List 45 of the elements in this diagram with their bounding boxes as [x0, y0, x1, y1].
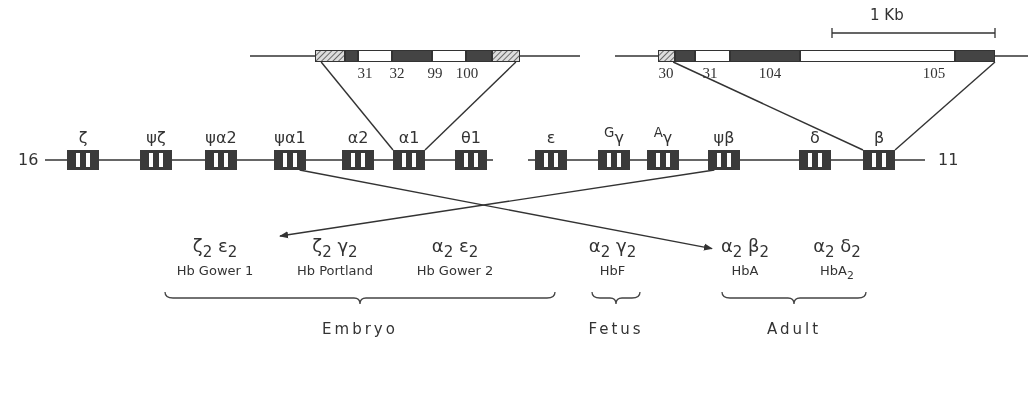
hemoglobin-name: HbA$_{2}$ [820, 263, 854, 282]
hemoglobin-formula: α$_{2}$ β$_{2}$ [720, 236, 770, 261]
codon-number: 100 [455, 66, 479, 81]
gene-label: α1 [398, 130, 420, 146]
expansion-line [894, 61, 996, 151]
stage-label: Adult [766, 322, 822, 337]
gene-label: ψα2 [205, 130, 237, 146]
expansion-line [424, 61, 517, 151]
gene-label: ψα1 [274, 130, 306, 146]
gene-label: $^{A}$γ [653, 125, 673, 146]
gene-label: $^{G}$γ [604, 125, 624, 146]
hemoglobin-formula: ζ$_{2}$ γ$_{2}$ [312, 236, 358, 261]
stage-label: Embryo [322, 322, 398, 337]
hemoglobin-name: HbA [731, 263, 759, 279]
expansion-line [320, 61, 394, 151]
hemoglobin-name: Hb Portland [297, 263, 373, 279]
gene-label: ζ [78, 130, 88, 146]
arrow [279, 169, 716, 239]
gene-label: δ [810, 130, 820, 146]
hemoglobin-formula: ζ$_{2}$ ε$_{2}$ [192, 236, 238, 261]
hemoglobin-name: Hb Gower 1 [176, 263, 254, 279]
gene-label: β [873, 130, 885, 146]
arrow [298, 169, 713, 251]
gene-label: α2 [347, 130, 369, 146]
chromosome-number: 16 [18, 152, 39, 168]
gene-label: ψζ [146, 130, 166, 146]
gene-label: ψβ [713, 130, 735, 146]
scale-label: 1 Kb [870, 8, 904, 23]
codon-number: 31 [357, 66, 373, 81]
expansion-line [672, 61, 864, 151]
hemoglobin-formula: α$_{2}$ γ$_{2}$ [588, 236, 637, 261]
codon-number: 30 [658, 66, 674, 81]
chromosome-number: 11 [938, 152, 959, 168]
hemoglobin-name: HbF [599, 263, 626, 279]
codon-number: 105 [922, 66, 946, 81]
gene-label: ε [546, 130, 556, 146]
hemoglobin-formula: α$_{2}$ δ$_{2}$ [813, 236, 861, 261]
stage-label: Fetus [588, 322, 644, 337]
gene-label: θ1 [461, 130, 481, 146]
codon-number: 32 [389, 66, 405, 81]
codon-number: 99 [427, 66, 443, 81]
hemoglobin-name: Hb Gower 2 [416, 263, 494, 279]
codon-number: 31 [702, 66, 718, 81]
hemoglobin-formula: α$_{2}$ ε$_{2}$ [431, 236, 479, 261]
codon-number: 104 [758, 66, 782, 81]
